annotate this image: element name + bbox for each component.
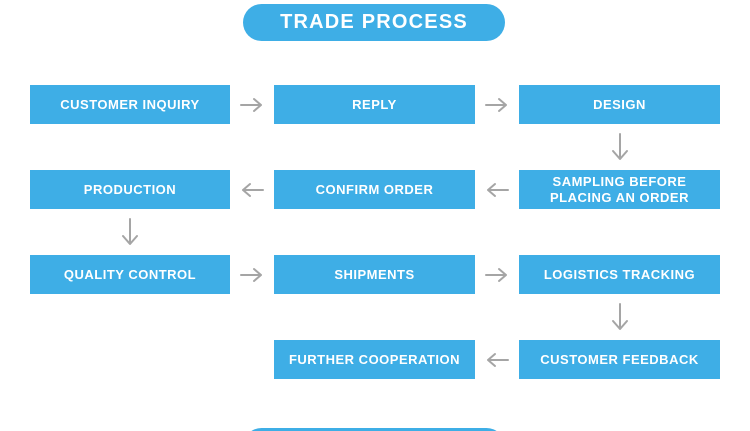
page-title: TRADE PROCESS [280,11,468,33]
arrow-down-icon [610,301,630,333]
arrow-left-icon [482,180,512,200]
node-label: PRODUCTION [83,181,177,197]
node-label: SAMPLING BEFORE PLACING AN ORDER [550,173,689,205]
node-label: SHIPMENTS [334,266,415,282]
bottom-banner-partial [243,428,505,431]
node-customer-feedback: CUSTOMER FEEDBACK [519,340,720,379]
arrow-right-icon [482,95,512,115]
node-logistics-tracking: LOGISTICS TRACKING [519,255,720,294]
arrow-right-icon [237,265,267,285]
node-label: CONFIRM ORDER [315,181,434,197]
node-further-cooperation: FURTHER COOPERATION [274,340,475,379]
node-reply: REPLY [274,85,475,124]
node-design: DESIGN [519,85,720,124]
node-quality-control: QUALITY CONTROL [30,255,230,294]
node-label: LOGISTICS TRACKING [543,266,696,282]
node-label: CUSTOMER INQUIRY [60,96,200,112]
title-banner: TRADE PROCESS [243,4,505,41]
node-label: DESIGN [593,96,646,112]
arrow-left-icon [237,180,267,200]
node-shipments: SHIPMENTS [274,255,475,294]
arrow-left-icon [482,350,512,370]
node-customer-inquiry: CUSTOMER INQUIRY [30,85,230,124]
arrow-down-icon [610,131,630,163]
node-sampling-before-order: SAMPLING BEFORE PLACING AN ORDER [519,170,720,209]
arrow-down-icon [120,216,140,248]
node-production: PRODUCTION [30,170,230,209]
node-label: QUALITY CONTROL [63,266,197,282]
arrow-right-icon [237,95,267,115]
node-label: REPLY [352,96,397,112]
arrow-right-icon [482,265,512,285]
node-label: FURTHER COOPERATION [288,351,461,367]
node-confirm-order: CONFIRM ORDER [274,170,475,209]
node-label: CUSTOMER FEEDBACK [540,351,699,367]
